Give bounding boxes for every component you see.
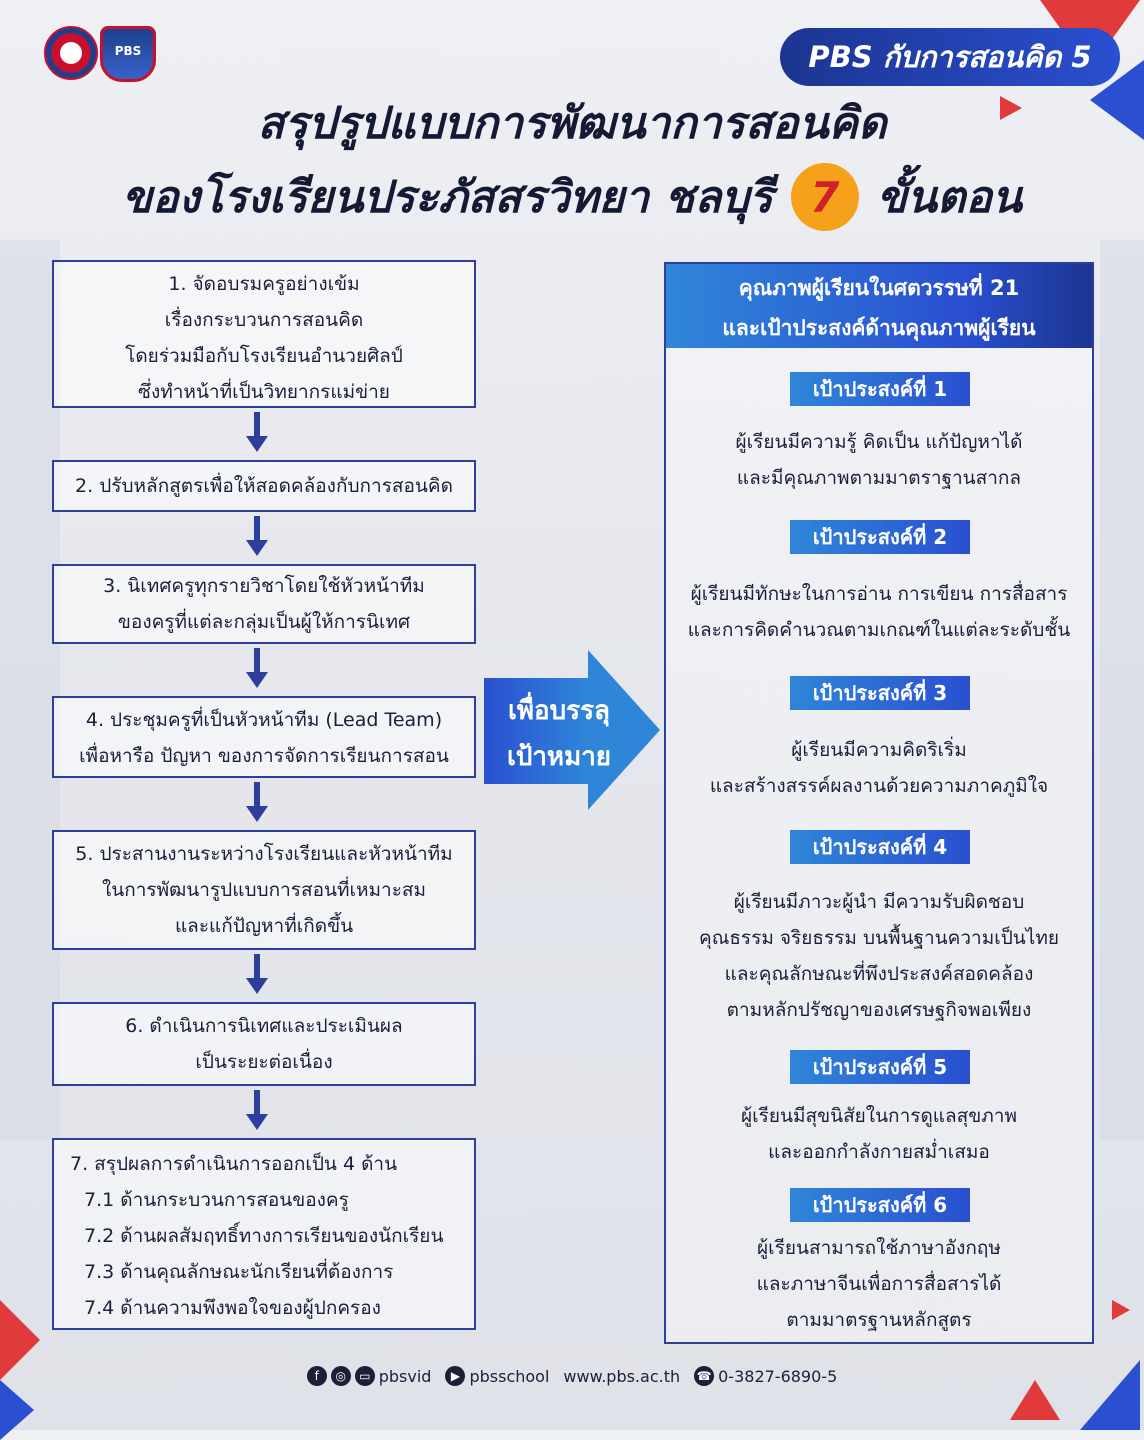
goal-text-5: ผู้เรียนมีสุขนิสัยในการดูแลสุขภาพและออกก… [741, 1105, 1017, 1163]
step-box-6: 6. ดำเนินการนิเทศและประเมินผลเป็นระยะต่อ… [52, 1002, 476, 1086]
facebook-icon[interactable]: f [306, 1366, 327, 1386]
arrow-down-icon [246, 954, 268, 996]
step-box-4: 4. ประชุมครูที่เป็นหัวหน้าทีม (Lead Team… [52, 696, 476, 778]
step-box-7: 7. สรุปผลการดำเนินการออกเป็น 4 ด้าน 7.1 … [52, 1138, 476, 1330]
goal-arrow: เพื่อบรรลุเป้าหมาย [484, 650, 660, 810]
goal-tag-1: เป้าประสงค์ที่ 1 [790, 372, 970, 406]
step-box-3: 3. นิเทศครูทุกรายวิชาโดยใช้หัวหน้าทีมของ… [52, 564, 476, 644]
goal-tag-3: เป้าประสงค์ที่ 3 [790, 676, 970, 710]
background-building-right [1100, 240, 1144, 1140]
step-box-1: 1. จัดอบรมครูอย่างเข้มเรื่องกระบวนการสอน… [52, 260, 476, 408]
arrow-down-icon [246, 782, 268, 824]
youtube-icon[interactable]: ▶ [445, 1366, 466, 1386]
phone-number[interactable]: 0-3827-6890-5 [718, 1366, 838, 1386]
decor-triangle [1010, 1380, 1060, 1420]
goal-tag-2: เป้าประสงค์ที่ 2 [790, 520, 970, 554]
goal-text-2: ผู้เรียนมีทักษะในการอ่าน การเขียน การสื่… [687, 583, 1071, 641]
step-count-circle: 7 [790, 163, 859, 231]
decor-triangle [1112, 1300, 1130, 1320]
title-steps-word: ขั้นตอน [876, 172, 1022, 223]
arrow-down-icon [246, 412, 268, 454]
decor-triangle [1080, 1360, 1140, 1430]
youtube-handle[interactable]: pbsschool [469, 1366, 550, 1386]
series-badge: PBS กับการสอนคิด 5 [780, 28, 1120, 86]
title-school-name: ของโรงเรียนประภัสสรวิทยา ชลบุรี [122, 172, 773, 223]
instagram-icon[interactable]: ◎ [330, 1366, 351, 1386]
decor-triangle [0, 1380, 34, 1440]
background-building-left [0, 240, 60, 1140]
page-title-line2: ของโรงเรียนประภัสสรวิทยา ชลบุรี 7 ขั้นตอ… [0, 162, 1144, 232]
phone-icon: ☎ [694, 1366, 715, 1386]
step-box-2: 2. ปรับหลักสูตรเพื่อให้สอดคล้องกับการสอน… [52, 460, 476, 512]
goal-tag-6: เป้าประสงค์ที่ 6 [790, 1188, 970, 1222]
goal-text-4: ผู้เรียนมีภาวะผู้นำ มีความรับผิดชอบคุณธร… [699, 891, 1059, 1021]
school-crest-logo [44, 26, 98, 80]
goal-text-6: ผู้เรียนสามารถใช้ภาษาอังกฤษและภาษาจีนเพื… [756, 1237, 1002, 1331]
pbs-shield-logo: PBS [100, 26, 156, 82]
step-box-5: 5. ประสานงานระหว่างโรงเรียนและหัวหน้าทีม… [52, 830, 476, 950]
goal-text-1: ผู้เรียนมีความรู้ คิดเป็น แก้ปัญหาได้และ… [735, 431, 1023, 489]
decor-triangle [0, 1300, 40, 1380]
goal-tag-5: เป้าประสงค์ที่ 5 [790, 1050, 970, 1084]
goal-arrow-label: เพื่อบรรลุเป้าหมาย [506, 696, 612, 772]
arrow-down-icon [246, 648, 268, 690]
website-link[interactable]: www.pbs.ac.th [563, 1366, 681, 1386]
decor-triangle [1000, 96, 1022, 120]
arrow-down-icon [246, 1090, 268, 1132]
goal-tag-4: เป้าประสงค์ที่ 4 [790, 830, 970, 864]
goal-text-3: ผู้เรียนมีความคิดริเริ่มและสร้างสรรค์ผลง… [709, 739, 1049, 797]
page-title-line1: สรุปรูปแบบการพัฒนาการสอนคิด [257, 98, 887, 149]
arrow-down-icon [246, 516, 268, 558]
social-handle[interactable]: pbsvid [378, 1366, 432, 1386]
line-icon[interactable]: ▭ [354, 1366, 375, 1386]
contact-footer: f ◎ ▭ pbsvid ▶ pbsschool www.pbs.ac.th ☎… [0, 1366, 1144, 1386]
